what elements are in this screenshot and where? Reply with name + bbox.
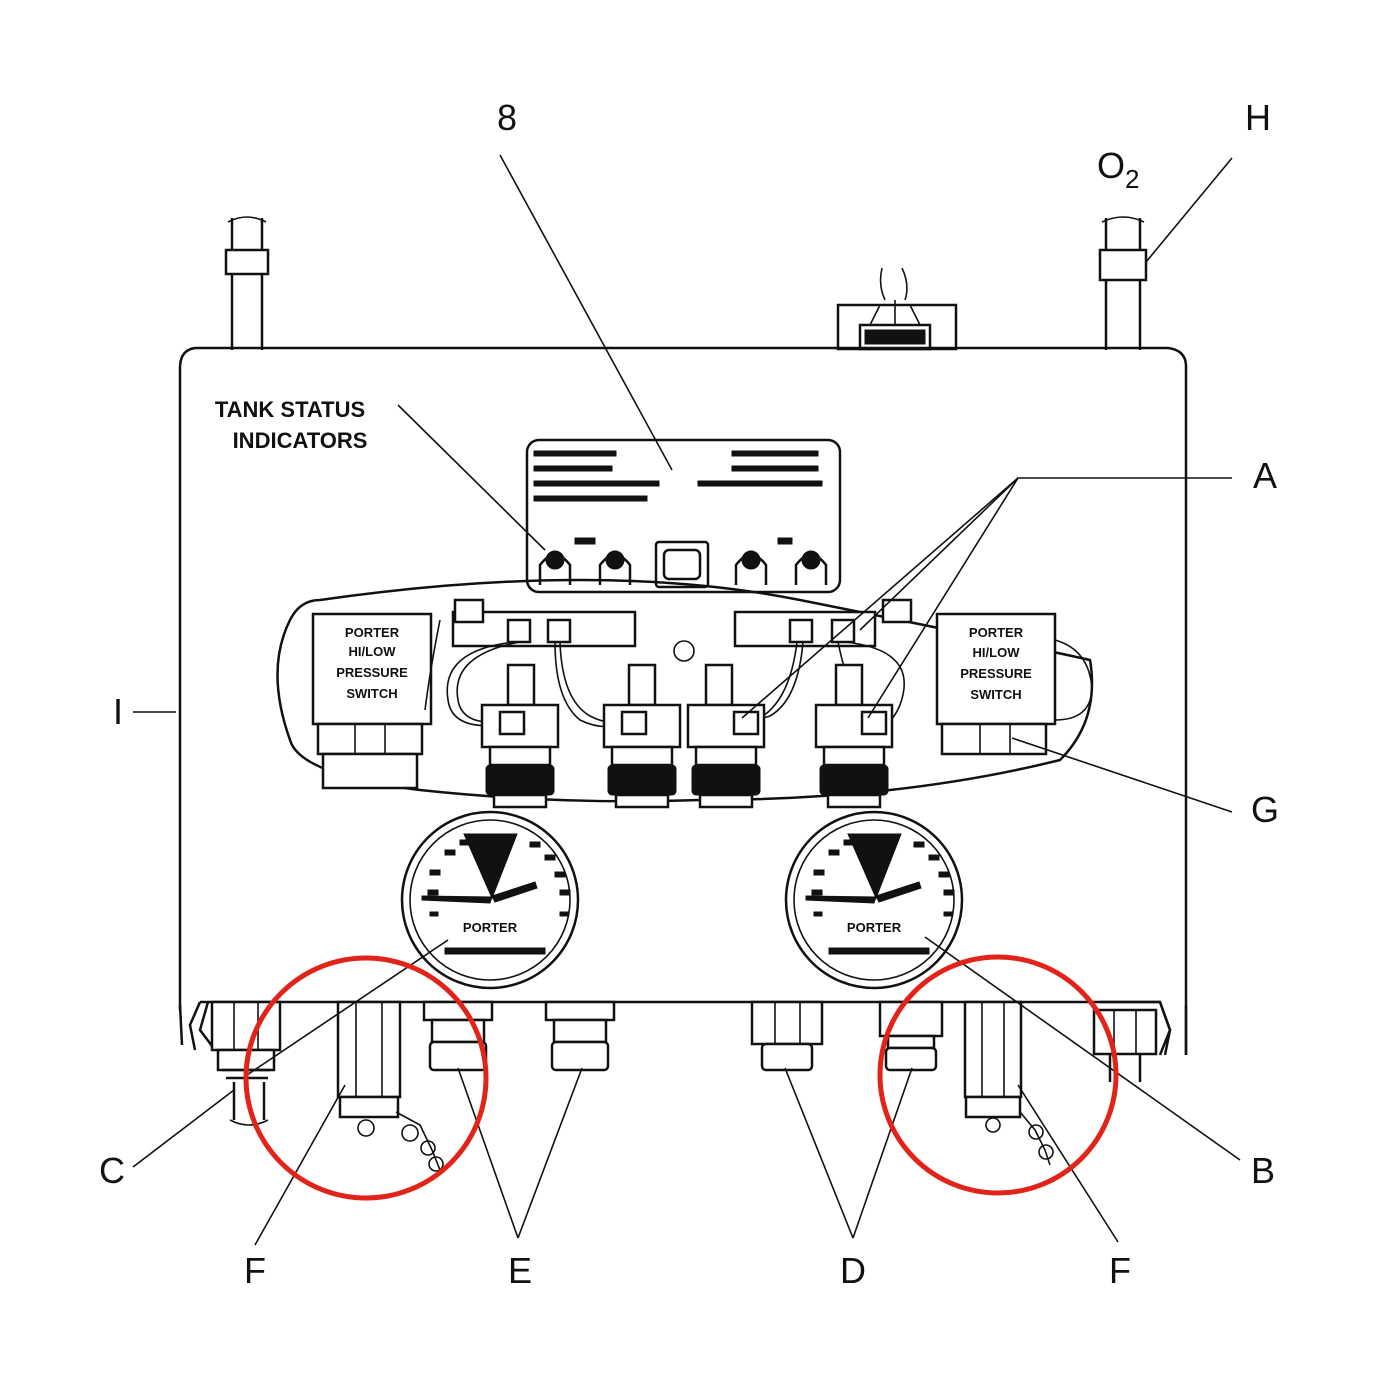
callout-e: E	[508, 1250, 532, 1291]
fittings-e	[422, 1000, 616, 1072]
callout-o2: O2	[1097, 145, 1139, 194]
cutaway-window	[276, 578, 1094, 803]
tank-status-label-line1: TANK STATUS	[215, 397, 365, 422]
callout-f-right: F	[1109, 1250, 1131, 1291]
fittings-d	[750, 1000, 944, 1072]
gauge-right-brand: PORTER	[847, 920, 902, 935]
pressure-switch-left: PORTER HI/LOW PRESSURE SWITCH	[311, 612, 433, 790]
bottom-fittings	[198, 1000, 1172, 1172]
o2-main: O	[1097, 145, 1125, 186]
transducers	[480, 663, 894, 809]
switch-left-line3: PRESSURE	[336, 665, 408, 680]
switch-right-line3: PRESSURE	[960, 666, 1032, 681]
callout-i: I	[113, 691, 123, 732]
transducer-4	[814, 663, 894, 809]
fill-port-left	[336, 1000, 444, 1172]
leader-lines	[132, 154, 1241, 1246]
callout-8: 8	[497, 97, 517, 138]
pressure-switch-right: PORTER HI/LOW PRESSURE SWITCH	[935, 612, 1093, 756]
top-connector	[836, 267, 958, 351]
tank-status-panel	[525, 438, 842, 594]
callout-b: B	[1251, 1150, 1275, 1191]
transducer-2	[602, 663, 682, 809]
callout-f-left: F	[244, 1250, 266, 1291]
tank-status-label-line2: INDICATORS	[233, 428, 368, 453]
fill-port-right	[963, 1000, 1054, 1166]
callout-h: H	[1245, 97, 1271, 138]
gauge-left-brand: PORTER	[463, 920, 518, 935]
callout-g: G	[1251, 789, 1279, 830]
right-pipe	[1098, 216, 1148, 350]
left-pipe	[224, 216, 270, 350]
fitting-right-nut	[1092, 1000, 1172, 1082]
switch-left-line4: SWITCH	[346, 686, 397, 701]
o2-subscript: 2	[1125, 164, 1139, 194]
switch-right-line1: PORTER	[969, 625, 1024, 640]
transducer-3	[686, 663, 766, 809]
switch-right-line2: HI/LOW	[973, 645, 1021, 660]
switch-left-line1: PORTER	[345, 625, 400, 640]
transducer-1	[480, 663, 560, 809]
highlight-ring-left	[243, 955, 489, 1201]
highlight-ring-right	[877, 954, 1119, 1196]
callout-a: A	[1253, 455, 1277, 496]
gauge-right: PORTER	[784, 810, 964, 990]
switch-right-line4: SWITCH	[970, 687, 1021, 702]
manifold-housing	[178, 346, 1188, 1055]
switch-left-line2: HI/LOW	[349, 644, 397, 659]
callout-c: C	[99, 1150, 125, 1191]
gauge-left: PORTER	[400, 810, 580, 990]
callout-d: D	[840, 1250, 866, 1291]
